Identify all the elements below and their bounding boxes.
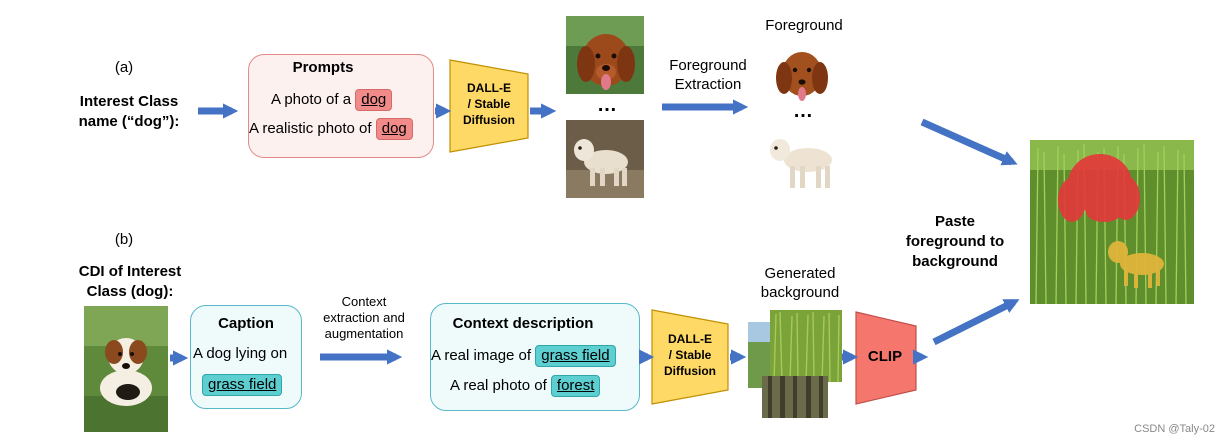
- paste-label: Paste foreground to background: [890, 212, 1020, 272]
- generated-dog-image-2: [566, 120, 644, 198]
- foreground-dog-2: [770, 139, 832, 188]
- caption-title: Caption: [218, 315, 274, 332]
- cdi-dog-photo: [84, 306, 168, 432]
- paste-line1: Paste: [934, 213, 976, 230]
- caption-line1: A dog lying on: [193, 345, 288, 362]
- arrow-foreground-to-result: [920, 118, 1018, 166]
- prompt-row-1: A photo of a dog: [271, 89, 393, 111]
- background-line2: background: [760, 284, 840, 301]
- generator-a-line1: DALL-E: [467, 81, 511, 95]
- context-2-prefix: A real photo of: [450, 377, 547, 394]
- generator-a-label: DALL-E / Stable Diffusion: [452, 80, 526, 128]
- clip-label: CLIP: [867, 348, 903, 365]
- generated-dog-image-1: [566, 16, 644, 94]
- prompts-box: [248, 54, 434, 158]
- foreground-extraction-label: Foreground Extraction: [658, 56, 758, 94]
- context-row-2: A real photo of forest: [450, 375, 601, 397]
- generated-background-label: Generated background: [748, 264, 852, 302]
- paste-line2: foreground to: [905, 233, 1005, 250]
- foreground-dog-1: [776, 52, 828, 101]
- context-title: Context description: [452, 315, 594, 332]
- background-line1: Generated: [764, 265, 836, 282]
- generated-ellipsis: …: [597, 94, 617, 116]
- panel-a-label: (a): [114, 59, 134, 76]
- paste-line3: background: [912, 253, 998, 270]
- caption-term-row: grass field: [202, 374, 283, 396]
- generator-b-shape: [651, 309, 729, 405]
- background-image-forest: [762, 376, 828, 418]
- composited-result-image: [1030, 140, 1194, 304]
- clip-shape: [855, 311, 917, 405]
- interest-class-label: Interest Class name (“dog”):: [62, 92, 196, 132]
- arrow-clip-to-result: [932, 298, 1020, 346]
- prompt-1-prefix: A photo of a: [271, 91, 352, 108]
- prompt-2-prefix: A realistic photo of: [249, 120, 372, 137]
- cdi-label: CDI of Interest Class (dog):: [60, 262, 200, 302]
- context-1-term-tag: grass field: [535, 345, 616, 367]
- augment-line2: extraction and: [323, 310, 405, 325]
- generator-b-label: DALL-E / Stable Diffusion: [653, 331, 727, 379]
- augment-line3: augmentation: [324, 326, 404, 341]
- foreground-title: Foreground: [765, 17, 843, 34]
- caption-term-tag: grass field: [202, 374, 283, 396]
- generator-a-line3: Diffusion: [463, 113, 515, 127]
- generator-a-line2: / Stable: [467, 97, 511, 111]
- extraction-line1: Foreground: [669, 57, 747, 74]
- context-2-term-tag: forest: [550, 375, 601, 397]
- context-1-prefix: A real image of: [431, 347, 532, 364]
- interest-class-line2: name (“dog”):: [78, 113, 180, 130]
- prompt-row-2: A realistic photo of dog: [249, 118, 413, 140]
- generator-b-line2: / Stable: [668, 348, 712, 362]
- prompts-title: Prompts: [292, 59, 354, 76]
- panel-b-label: (b): [114, 231, 134, 248]
- augment-line1: Context: [341, 294, 387, 309]
- prompt-1-class-tag: dog: [355, 89, 393, 111]
- context-row-1: A real image of grass field: [431, 345, 616, 367]
- prompt-2-class-tag: dog: [375, 118, 413, 140]
- watermark: CSDN @Taly-02: [1134, 423, 1215, 435]
- generator-b-line3: Diffusion: [664, 364, 716, 378]
- background-image-grass: [770, 310, 842, 382]
- generator-b-line1: DALL-E: [668, 332, 712, 346]
- extraction-line2: Extraction: [674, 76, 742, 93]
- augmentation-label: Context extraction and augmentation: [312, 294, 416, 342]
- foreground-ellipsis: …: [793, 100, 813, 122]
- generator-a-shape: [449, 59, 529, 153]
- cdi-line1: CDI of Interest: [78, 263, 182, 280]
- cdi-line2: Class (dog):: [86, 283, 174, 300]
- interest-class-line1: Interest Class: [79, 93, 179, 110]
